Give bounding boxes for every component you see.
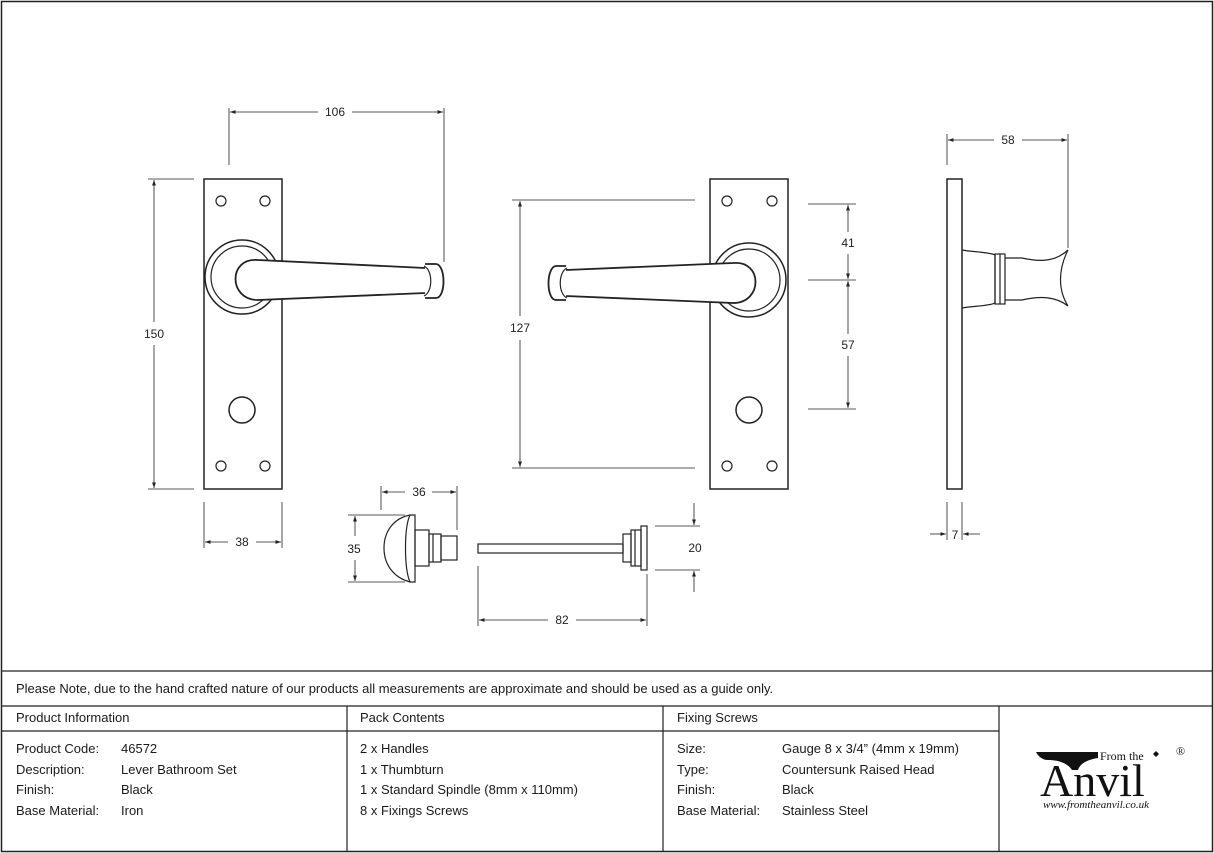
dimension-lines — [148, 108, 1069, 626]
pack-item: 8 x Fixings Screws — [360, 803, 469, 818]
screw-size-label: Size: — [677, 741, 706, 756]
anvil-icon — [1036, 752, 1098, 770]
screw-finish-label: Finish: — [677, 782, 715, 797]
spark-icon — [1153, 751, 1159, 757]
screw-finish-value: Black — [782, 782, 814, 797]
thumbturn-drawing — [383, 514, 458, 583]
product-code-value: 46572 — [121, 741, 157, 756]
dim-plate-thickness: 7 — [952, 528, 959, 542]
dim-projection: 58 — [1001, 133, 1015, 147]
dim-lever-height: 127 — [510, 321, 530, 335]
logo-wordmark: Anvil — [1040, 755, 1145, 806]
dim-plate-height: 150 — [144, 327, 164, 341]
dim-top-to-lever: 41 — [841, 236, 855, 250]
screw-type-label: Type: — [677, 762, 709, 777]
handle-side-view — [946, 178, 1069, 490]
dim-spindle-collar: 20 — [688, 541, 702, 555]
pack-contents-header: Pack Contents — [360, 710, 445, 725]
dim-thumbturn-length: 36 — [412, 485, 426, 499]
from-the-anvil-logo: From the Anvil ® www.fromtheanvil.co.uk — [1036, 744, 1185, 811]
right-handle-front-view — [547, 178, 789, 490]
dim-plate-width: 38 — [235, 535, 249, 549]
dim-thumbturn-diameter: 35 — [347, 542, 361, 556]
description-value: Lever Bathroom Set — [121, 762, 237, 777]
dim-spindle-length: 82 — [555, 613, 569, 627]
product-info-header: Product Information — [16, 710, 129, 725]
dim-lever-to-keyhole: 57 — [841, 338, 855, 352]
logo-url: www.fromtheanvil.co.uk — [1043, 799, 1150, 811]
logo-tagline: From the — [1100, 749, 1144, 763]
base-material-value: Iron — [121, 803, 143, 818]
description-label: Description: — [16, 762, 85, 777]
screw-material-label: Base Material: — [677, 803, 760, 818]
screw-material-value: Stainless Steel — [782, 803, 868, 818]
fixing-screws-header: Fixing Screws — [677, 710, 758, 725]
finish-label: Finish: — [16, 782, 54, 797]
screw-type-value: Countersunk Raised Head — [782, 762, 934, 777]
left-handle-front-view — [203, 178, 445, 490]
title-block — [1, 670, 1213, 852]
pack-item: 2 x Handles — [360, 741, 429, 756]
pack-item: 1 x Standard Spindle (8mm x 110mm) — [360, 782, 578, 797]
screw-size-value: Gauge 8 x 3/4” (4mm x 19mm) — [782, 741, 959, 756]
dim-handle-reach: 106 — [325, 105, 345, 119]
pack-item: 1 x Thumbturn — [360, 762, 444, 777]
logo-registered-mark: ® — [1176, 744, 1185, 758]
disclaimer-note: Please Note, due to the hand crafted nat… — [16, 681, 773, 696]
base-material-label: Base Material: — [16, 803, 99, 818]
spindle-drawing — [477, 525, 648, 571]
product-code-label: Product Code: — [16, 741, 99, 756]
finish-value: Black — [121, 782, 153, 797]
